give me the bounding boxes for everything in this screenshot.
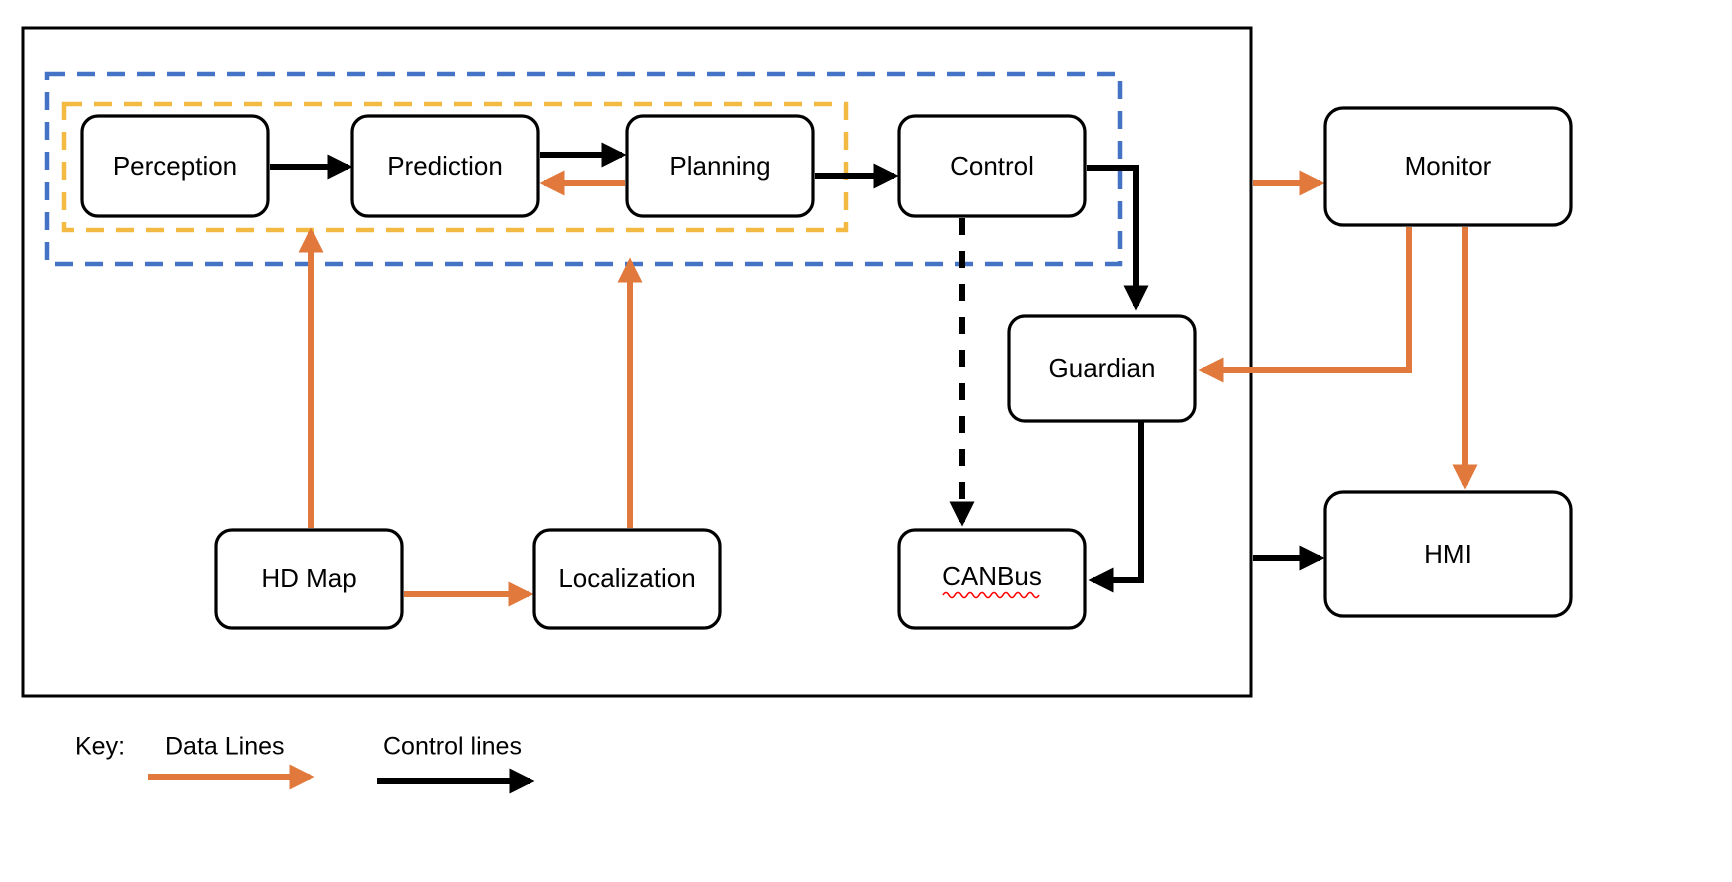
node-guardian[interactable]: Guardian [1007,314,1197,423]
node-perception-label: Perception [113,151,237,181]
node-monitor[interactable]: Monitor [1323,106,1573,227]
node-monitor-label: Monitor [1405,151,1492,181]
system-boundary-frame [21,26,1253,698]
key-data-lines-label: Data Lines [165,733,285,761]
edge-control-to-guardian [1087,165,1149,311]
key-control-lines-label: Control lines [383,733,522,761]
node-control-label: Control [950,151,1034,181]
node-planning-label: Planning [669,151,770,181]
blue-dashed-group-boundary [44,71,1123,267]
control-edges-layer [270,142,1325,593]
node-control-box[interactable] [897,114,1087,218]
edge-monitor-to-guardian [1198,227,1412,383]
node-perception-box[interactable] [80,114,270,218]
node-localization-label: Localization [558,563,695,593]
node-hmi-label: HMI [1424,539,1472,569]
node-canbus[interactable]: CANBus [897,528,1087,630]
node-canbus-box[interactable] [897,528,1087,630]
node-guardian-label: Guardian [1049,353,1156,383]
node-prediction-label: Prediction [387,151,503,181]
node-hd-map-label: HD Map [261,563,356,593]
node-prediction[interactable]: Prediction [350,114,540,218]
key-title: Key: [75,733,125,761]
edge-guardian-to-canbus [1088,422,1144,593]
node-prediction-box[interactable] [350,114,540,218]
node-canbus-label: CANBus [942,561,1042,591]
yellow-dashed-group-boundary [61,101,849,233]
node-hmi-box[interactable] [1323,490,1573,618]
node-planning-box[interactable] [625,114,815,218]
node-hd-map-box[interactable] [214,528,404,630]
node-guardian-box[interactable] [1007,314,1197,423]
node-hmi[interactable]: HMI [1323,490,1573,618]
node-control[interactable]: Control [897,114,1087,218]
node-perception[interactable]: Perception [80,114,270,218]
data-edges-layer [298,170,1478,607]
node-hd-map[interactable]: HD Map [214,528,404,630]
node-localization[interactable]: Localization [532,528,722,630]
node-monitor-box[interactable] [1323,106,1573,227]
key-legend: Key: Data Lines Control lines [75,733,535,794]
spellcheck-squiggle-underline [942,591,1040,599]
node-localization-box[interactable] [532,528,722,630]
node-planning[interactable]: Planning [625,114,815,218]
